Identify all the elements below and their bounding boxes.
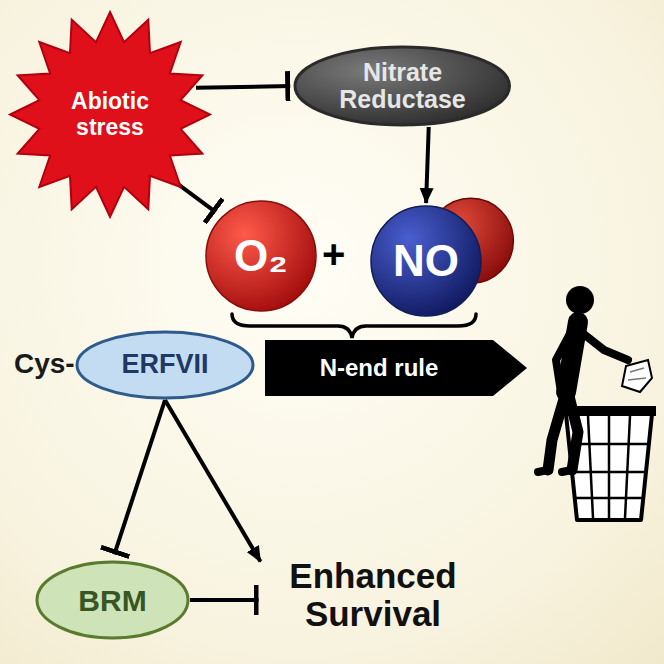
n-end-rule-arrow: N-end rule — [265, 340, 527, 396]
node-text: N-end rule — [320, 355, 439, 381]
residue-label: Cys- — [14, 348, 75, 380]
outcome-text: Enhanced Survival — [263, 545, 484, 645]
bracket — [232, 314, 476, 338]
plus-sign: + — [322, 232, 345, 277]
activation-arrow — [426, 127, 429, 203]
erfvii-ellipse: ERFVII — [75, 330, 255, 400]
oxygen-sphere: O₂ — [205, 200, 317, 312]
activation-arrow — [165, 400, 260, 562]
node-text: NO — [393, 237, 459, 285]
inhibition-line — [196, 86, 290, 88]
paper-scrap — [622, 360, 652, 392]
inhibition-line — [190, 598, 259, 602]
node-text: BRM — [78, 584, 146, 617]
brm-ellipse: BRM — [35, 560, 190, 640]
node-text: ERFVII — [121, 350, 208, 380]
node-text: Abiotic stress — [55, 89, 165, 140]
enzyme-ellipse: Nitrate Reductase — [293, 45, 512, 127]
stress-starburst: Abiotic stress — [10, 12, 210, 217]
node-text: Enhanced Survival — [271, 557, 476, 634]
inhibition-line — [178, 184, 216, 212]
inhibition-line — [114, 400, 165, 554]
node-text: Nitrate Reductase — [328, 59, 478, 114]
person-figure — [538, 286, 628, 472]
node-text: O₂ — [234, 232, 288, 280]
nitric-oxide-sphere: NO — [370, 205, 482, 317]
